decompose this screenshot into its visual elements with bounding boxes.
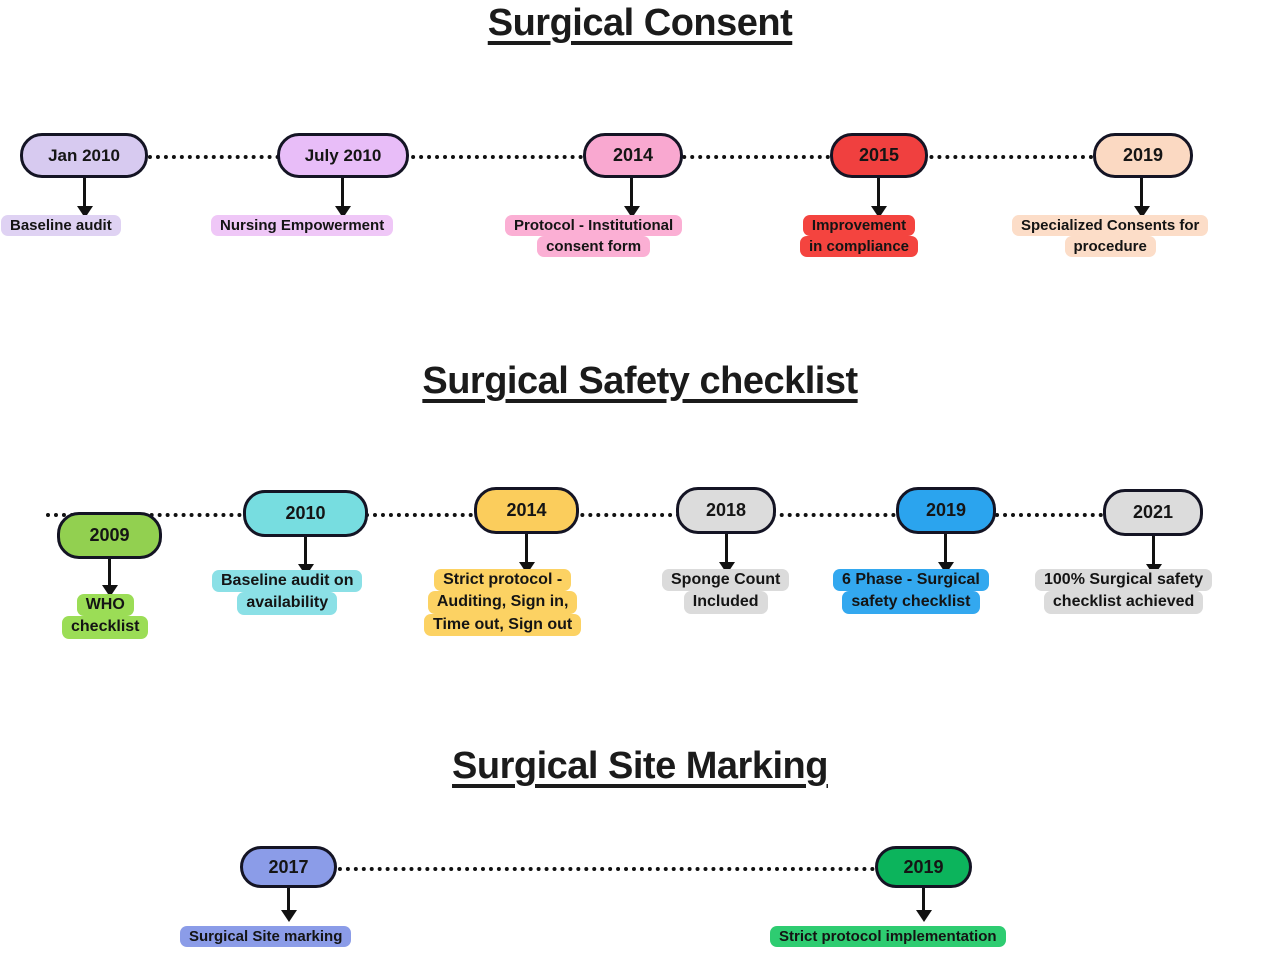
node-arrow-stem-surgical-consent-2 [630, 178, 633, 206]
node-arrow-stem-surgical-consent-3 [877, 178, 880, 206]
node-label-line: Improvement [802, 215, 916, 237]
node-label-surgical-site-marking-1: Strict protocol implementation [770, 926, 1006, 948]
node-label-line: WHO [76, 594, 134, 617]
node-label-surgical-consent-0: Baseline audit [1, 215, 121, 237]
node-label-line: Sponge Count [662, 569, 790, 592]
timeline-node-surgical-consent-3[interactable]: 2015 [830, 133, 928, 178]
node-label-line: Time out, Sign out [424, 613, 582, 637]
timeline-node-surgical-safety-checklist-0[interactable]: 2009 [57, 512, 162, 559]
node-arrow-head-surgical-site-marking-0 [280, 910, 297, 922]
timeline-node-surgical-consent-4[interactable]: 2019 [1093, 133, 1193, 178]
timeline-connector-surgical-safety-checklist [46, 513, 1136, 517]
node-label-line: Strict protocol - [434, 569, 572, 592]
timeline-node-surgical-site-marking-0[interactable]: 2017 [240, 846, 337, 888]
timeline-node-surgical-consent-2[interactable]: 2014 [583, 133, 683, 178]
node-arrow-stem-surgical-safety-checklist-1 [304, 537, 307, 564]
node-label-line: consent form [537, 236, 651, 258]
timeline-node-surgical-site-marking-1[interactable]: 2019 [875, 846, 972, 888]
node-label-line: Nursing Empowerment [211, 215, 394, 237]
timeline-node-surgical-safety-checklist-4[interactable]: 2019 [896, 487, 996, 534]
node-label-line: checklist achieved [1043, 591, 1204, 614]
node-arrow-stem-surgical-safety-checklist-5 [1152, 536, 1155, 564]
node-label-line: Auditing, Sign in, [427, 591, 578, 614]
node-label-line: Protocol - Institutional [505, 215, 683, 237]
node-label-line: safety checklist [842, 591, 980, 614]
section-title-surgical-safety-checklist: Surgical Safety checklist [422, 360, 858, 402]
node-label-line: Specialized Consents for [1012, 215, 1209, 237]
node-label-line: checklist [62, 616, 149, 639]
node-label-line: Surgical Site marking [180, 926, 352, 948]
node-label-line: availability [237, 592, 338, 615]
node-label-line: procedure [1064, 236, 1156, 258]
node-label-line: Baseline audit on [212, 570, 363, 593]
node-arrow-stem-surgical-consent-1 [341, 178, 344, 206]
timeline-node-surgical-safety-checklist-1[interactable]: 2010 [243, 490, 368, 537]
section-title-surgical-site-marking: Surgical Site Marking [452, 745, 828, 787]
timeline-node-surgical-safety-checklist-5[interactable]: 2021 [1103, 489, 1203, 536]
section-title-surgical-consent: Surgical Consent [487, 2, 793, 44]
timeline-node-surgical-consent-0[interactable]: Jan 2010 [20, 133, 148, 178]
node-label-surgical-site-marking-0: Surgical Site marking [180, 926, 352, 948]
timeline-node-surgical-consent-1[interactable]: July 2010 [277, 133, 409, 178]
node-label-line: Strict protocol implementation [770, 926, 1006, 948]
node-arrow-head-surgical-site-marking-1 [915, 910, 932, 922]
node-arrow-stem-surgical-safety-checklist-2 [525, 534, 528, 562]
node-arrow-stem-surgical-safety-checklist-0 [108, 559, 111, 585]
node-label-line: 100% Surgical safety [1035, 569, 1213, 592]
node-arrow-stem-surgical-safety-checklist-3 [725, 534, 728, 562]
node-arrow-stem-surgical-consent-0 [83, 178, 86, 206]
node-label-surgical-consent-1: Nursing Empowerment [211, 215, 394, 237]
timeline-connector-surgical-site-marking [330, 867, 883, 871]
node-arrow-stem-surgical-site-marking-0 [287, 888, 290, 910]
node-label-line: 6 Phase - Surgical [833, 569, 989, 592]
node-label-line: in compliance [800, 236, 919, 258]
node-arrow-stem-surgical-safety-checklist-4 [944, 534, 947, 562]
node-label-surgical-safety-checklist-2: Strict protocol -Auditing, Sign in,Time … [424, 569, 582, 637]
node-arrow-stem-surgical-consent-4 [1140, 178, 1143, 206]
node-arrow-stem-surgical-site-marking-1 [922, 888, 925, 910]
node-label-line: Included [683, 591, 768, 614]
timeline-node-surgical-safety-checklist-2[interactable]: 2014 [474, 487, 579, 534]
timeline-node-surgical-safety-checklist-3[interactable]: 2018 [676, 487, 776, 534]
node-label-line: Baseline audit [1, 215, 121, 237]
